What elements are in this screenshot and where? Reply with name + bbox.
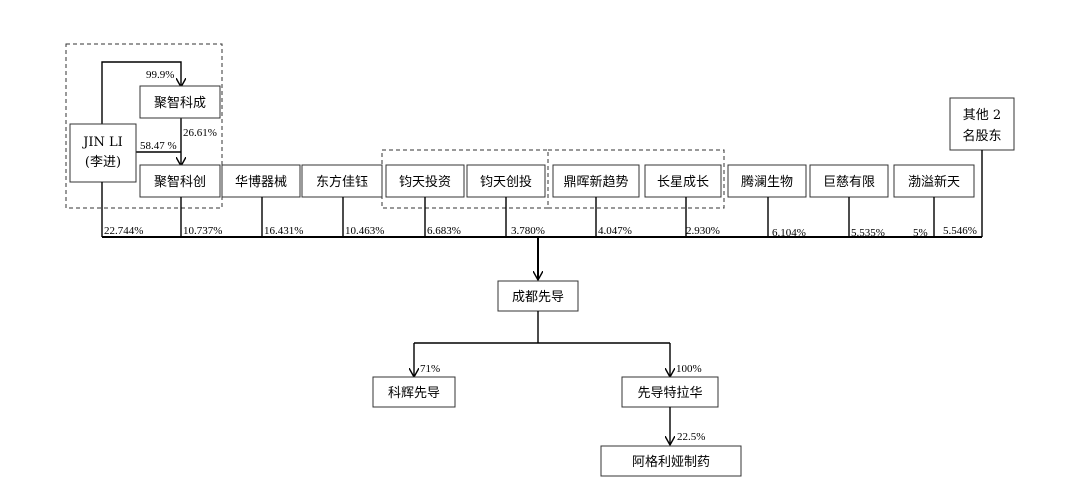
shareholder-label-dongfangjiayu: 东方佳钰: [316, 174, 368, 190]
pct-label-11: 5%: [913, 227, 928, 239]
shareholder-label-tenglan: 腾澜生物: [741, 174, 793, 190]
pct-kehui: 71%: [420, 363, 440, 375]
shareholder-box-huabo: [221, 164, 301, 198]
subsidiary-box-kehui: [372, 376, 456, 408]
center-company-label: 成都先导: [512, 290, 564, 305]
shareholder-box-dinghui: [552, 164, 640, 198]
pct-jinli-to-kecheng: 99.9%: [146, 69, 174, 81]
shareholder-box-tenglan: [727, 164, 807, 198]
jinli-group-dashed-border: [65, 43, 223, 209]
grandchild-box-agliya: [600, 445, 742, 477]
drop-lines: [101, 150, 983, 237]
shareholder-label-boyi: 渤溢新天: [908, 174, 960, 190]
pct-kecheng-to-kechuang: 26.61%: [183, 127, 217, 139]
subsidiary-box-xiandaotelahua: [621, 376, 719, 408]
shareholder-box-dongfangjiayu: [301, 164, 383, 198]
pct-label-10: 5.535%: [851, 227, 885, 239]
jinli-box: [69, 123, 137, 183]
pct-jinli-to-kechuang: 58.47 %: [140, 140, 177, 152]
pct-label-9: 6.104%: [772, 227, 806, 239]
others-label-line2: 名股东: [962, 128, 1001, 144]
shareholder-label-juzhikechuang: 聚智科创: [154, 175, 206, 190]
shareholder-label-juntianchuangtou: 钧天创投: [480, 174, 532, 190]
shareholder-label-dinghui: 鼎晖新趋势: [563, 174, 628, 190]
pct-label-5: 6.683%: [427, 225, 461, 237]
jinli-name: JIN LI: [81, 135, 123, 150]
jinli-chinese-name: (李进): [85, 155, 121, 170]
pct-label-2: 10.737%: [183, 225, 222, 237]
pct-label-7: 4.047%: [598, 225, 632, 237]
shareholder-row: 聚智科创 华博器械 东方佳钰 钧天投资 钧天创投 鼎晖新趋势 长星成长 腾澜生物…: [139, 97, 1015, 198]
grandchild-label-agliya: 阿格利娅制药: [632, 454, 710, 470]
pct-label-3: 16.431%: [264, 225, 303, 237]
percentage-labels: 22.744% 10.737% 16.431% 10.463% 6.683% 3…: [104, 225, 977, 239]
dinghui-group-dashed-border: [547, 149, 725, 209]
shareholder-label-changxing: 长星成长: [657, 175, 709, 190]
pct-label-1: 22.744%: [104, 225, 143, 237]
shareholder-box-juci: [809, 164, 889, 198]
shareholder-box-changxing: [644, 164, 722, 198]
pct-label-6: 3.780%: [511, 225, 545, 237]
juzhikecheng-label: 聚智科成: [154, 96, 206, 111]
pct-xiandaotelahua: 100%: [676, 363, 702, 375]
juzhikecheng-box: [139, 85, 221, 119]
others-label-line1: 其他 2: [963, 108, 1001, 123]
shareholder-label-juntiantouzi: 钧天投资: [399, 174, 451, 190]
shareholder-label-huabo: 华博器械: [235, 175, 287, 190]
subsidiary-label-kehui: 科辉先导: [388, 386, 440, 401]
shareholder-box-others: [949, 97, 1015, 151]
shareholder-label-juci: 巨慈有限: [823, 175, 875, 190]
pct-label-8: 2.930%: [686, 225, 720, 237]
shareholder-box-juzhikechuang: [139, 164, 221, 198]
subsidiary-label-xiandaotelahua: 先导特拉华: [637, 386, 702, 401]
pct-label-4: 10.463%: [345, 225, 384, 237]
pct-agliya: 22.5%: [677, 431, 705, 443]
arrow-jinli-to-kecheng: [101, 61, 181, 124]
pct-label-12: 5.546%: [943, 225, 977, 237]
